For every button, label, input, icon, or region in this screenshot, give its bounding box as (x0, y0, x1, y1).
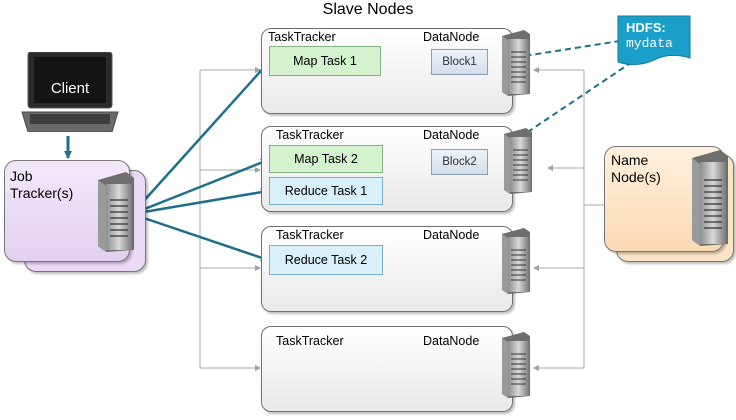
datanode-label: DataNode (423, 30, 480, 44)
tasktracker-label: TaskTracker (276, 228, 344, 242)
map-task-1: Map Task 1 (269, 46, 381, 76)
laptop-icon (21, 52, 119, 132)
tasktracker-label: TaskTracker (276, 334, 344, 348)
slave-node-4 (261, 326, 513, 412)
server-icon (98, 172, 134, 252)
datanode-label: DataNode (423, 128, 480, 142)
block-1: Block1 (431, 49, 488, 75)
jobtracker-task-arrows (131, 62, 269, 262)
name-node-label: Name Node(s) (611, 152, 661, 185)
block-2: Block2 (431, 149, 488, 175)
hdfs-file-icon (617, 15, 691, 66)
namenode-control-lines (533, 67, 608, 371)
hdfs-file-label: HDFS: mydata (626, 20, 673, 51)
datanode-label: DataNode (423, 334, 480, 348)
server-icon (502, 228, 530, 294)
server-icon (502, 332, 530, 398)
server-icon (504, 128, 532, 194)
reduce-task-1: Reduce Task 1 (269, 177, 383, 205)
diagram-title: Slave Nodes (322, 1, 414, 18)
server-icon (502, 30, 530, 96)
map-task-2: Map Task 2 (269, 145, 383, 173)
jobtracker-control-lines (199, 67, 261, 371)
tasktracker-label: TaskTracker (268, 30, 336, 44)
client-label: Client (50, 80, 90, 97)
datanode-label: DataNode (423, 228, 480, 242)
job-tracker-label: Job Tracker(s) (10, 168, 74, 201)
tasktracker-label: TaskTracker (276, 128, 344, 142)
server-icon (692, 150, 728, 246)
reduce-task-2: Reduce Task 2 (269, 245, 383, 275)
